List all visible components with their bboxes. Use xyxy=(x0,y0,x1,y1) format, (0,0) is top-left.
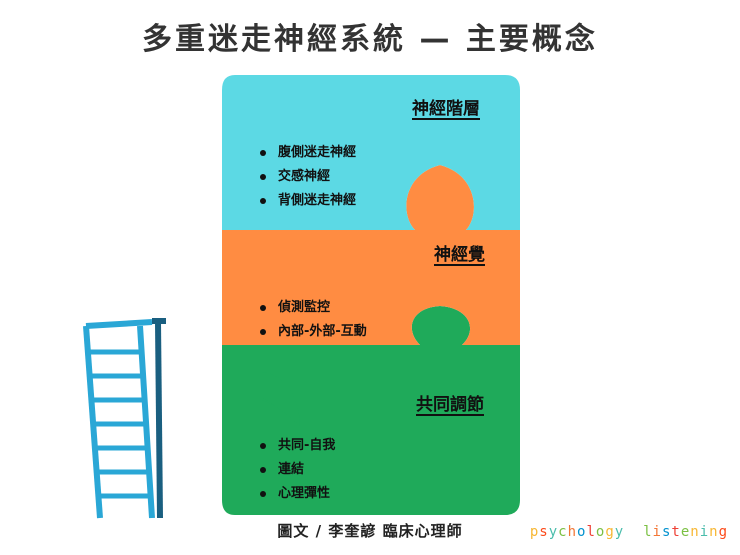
list-item: 偵測監控 xyxy=(258,296,367,320)
list-item: 交感神經 xyxy=(258,165,356,189)
author-credit: 圖文 / 李奎諺 臨床心理師 xyxy=(277,522,463,540)
list-item: 內部-外部-互動 xyxy=(258,320,367,344)
ladder-icon xyxy=(83,318,166,519)
puzzle-piece-cyan xyxy=(222,75,520,230)
puzzle-piece-orange xyxy=(222,165,520,345)
panel-list-co-regulation: 共同-自我 連結 心理彈性 xyxy=(258,434,335,506)
list-item: 心理彈性 xyxy=(258,482,335,506)
puzzle-piece-green xyxy=(222,306,520,515)
brand-word-listening: listening xyxy=(643,524,728,540)
panel-label-neuroception: 神經覺 xyxy=(434,245,485,265)
panel-list-neuroception: 偵測監控 內部-外部-互動 xyxy=(258,296,367,344)
panel-list-neural-hierarchy: 腹側迷走神經 交感神經 背側迷走神經 xyxy=(258,141,356,213)
list-item: 共同-自我 xyxy=(258,434,335,458)
list-item: 背側迷走神經 xyxy=(258,189,356,213)
list-item: 腹側迷走神經 xyxy=(258,141,356,165)
list-item: 連結 xyxy=(258,458,335,482)
brand-word-psychology: psychology xyxy=(529,524,625,540)
panel-label-co-regulation: 共同調節 xyxy=(416,395,484,415)
panel-label-neural-hierarchy: 神經階層 xyxy=(412,99,480,119)
brand-logo: psychology listening xyxy=(530,524,728,540)
page-title: 多重迷走神經系統 — 主要概念 xyxy=(142,22,598,57)
